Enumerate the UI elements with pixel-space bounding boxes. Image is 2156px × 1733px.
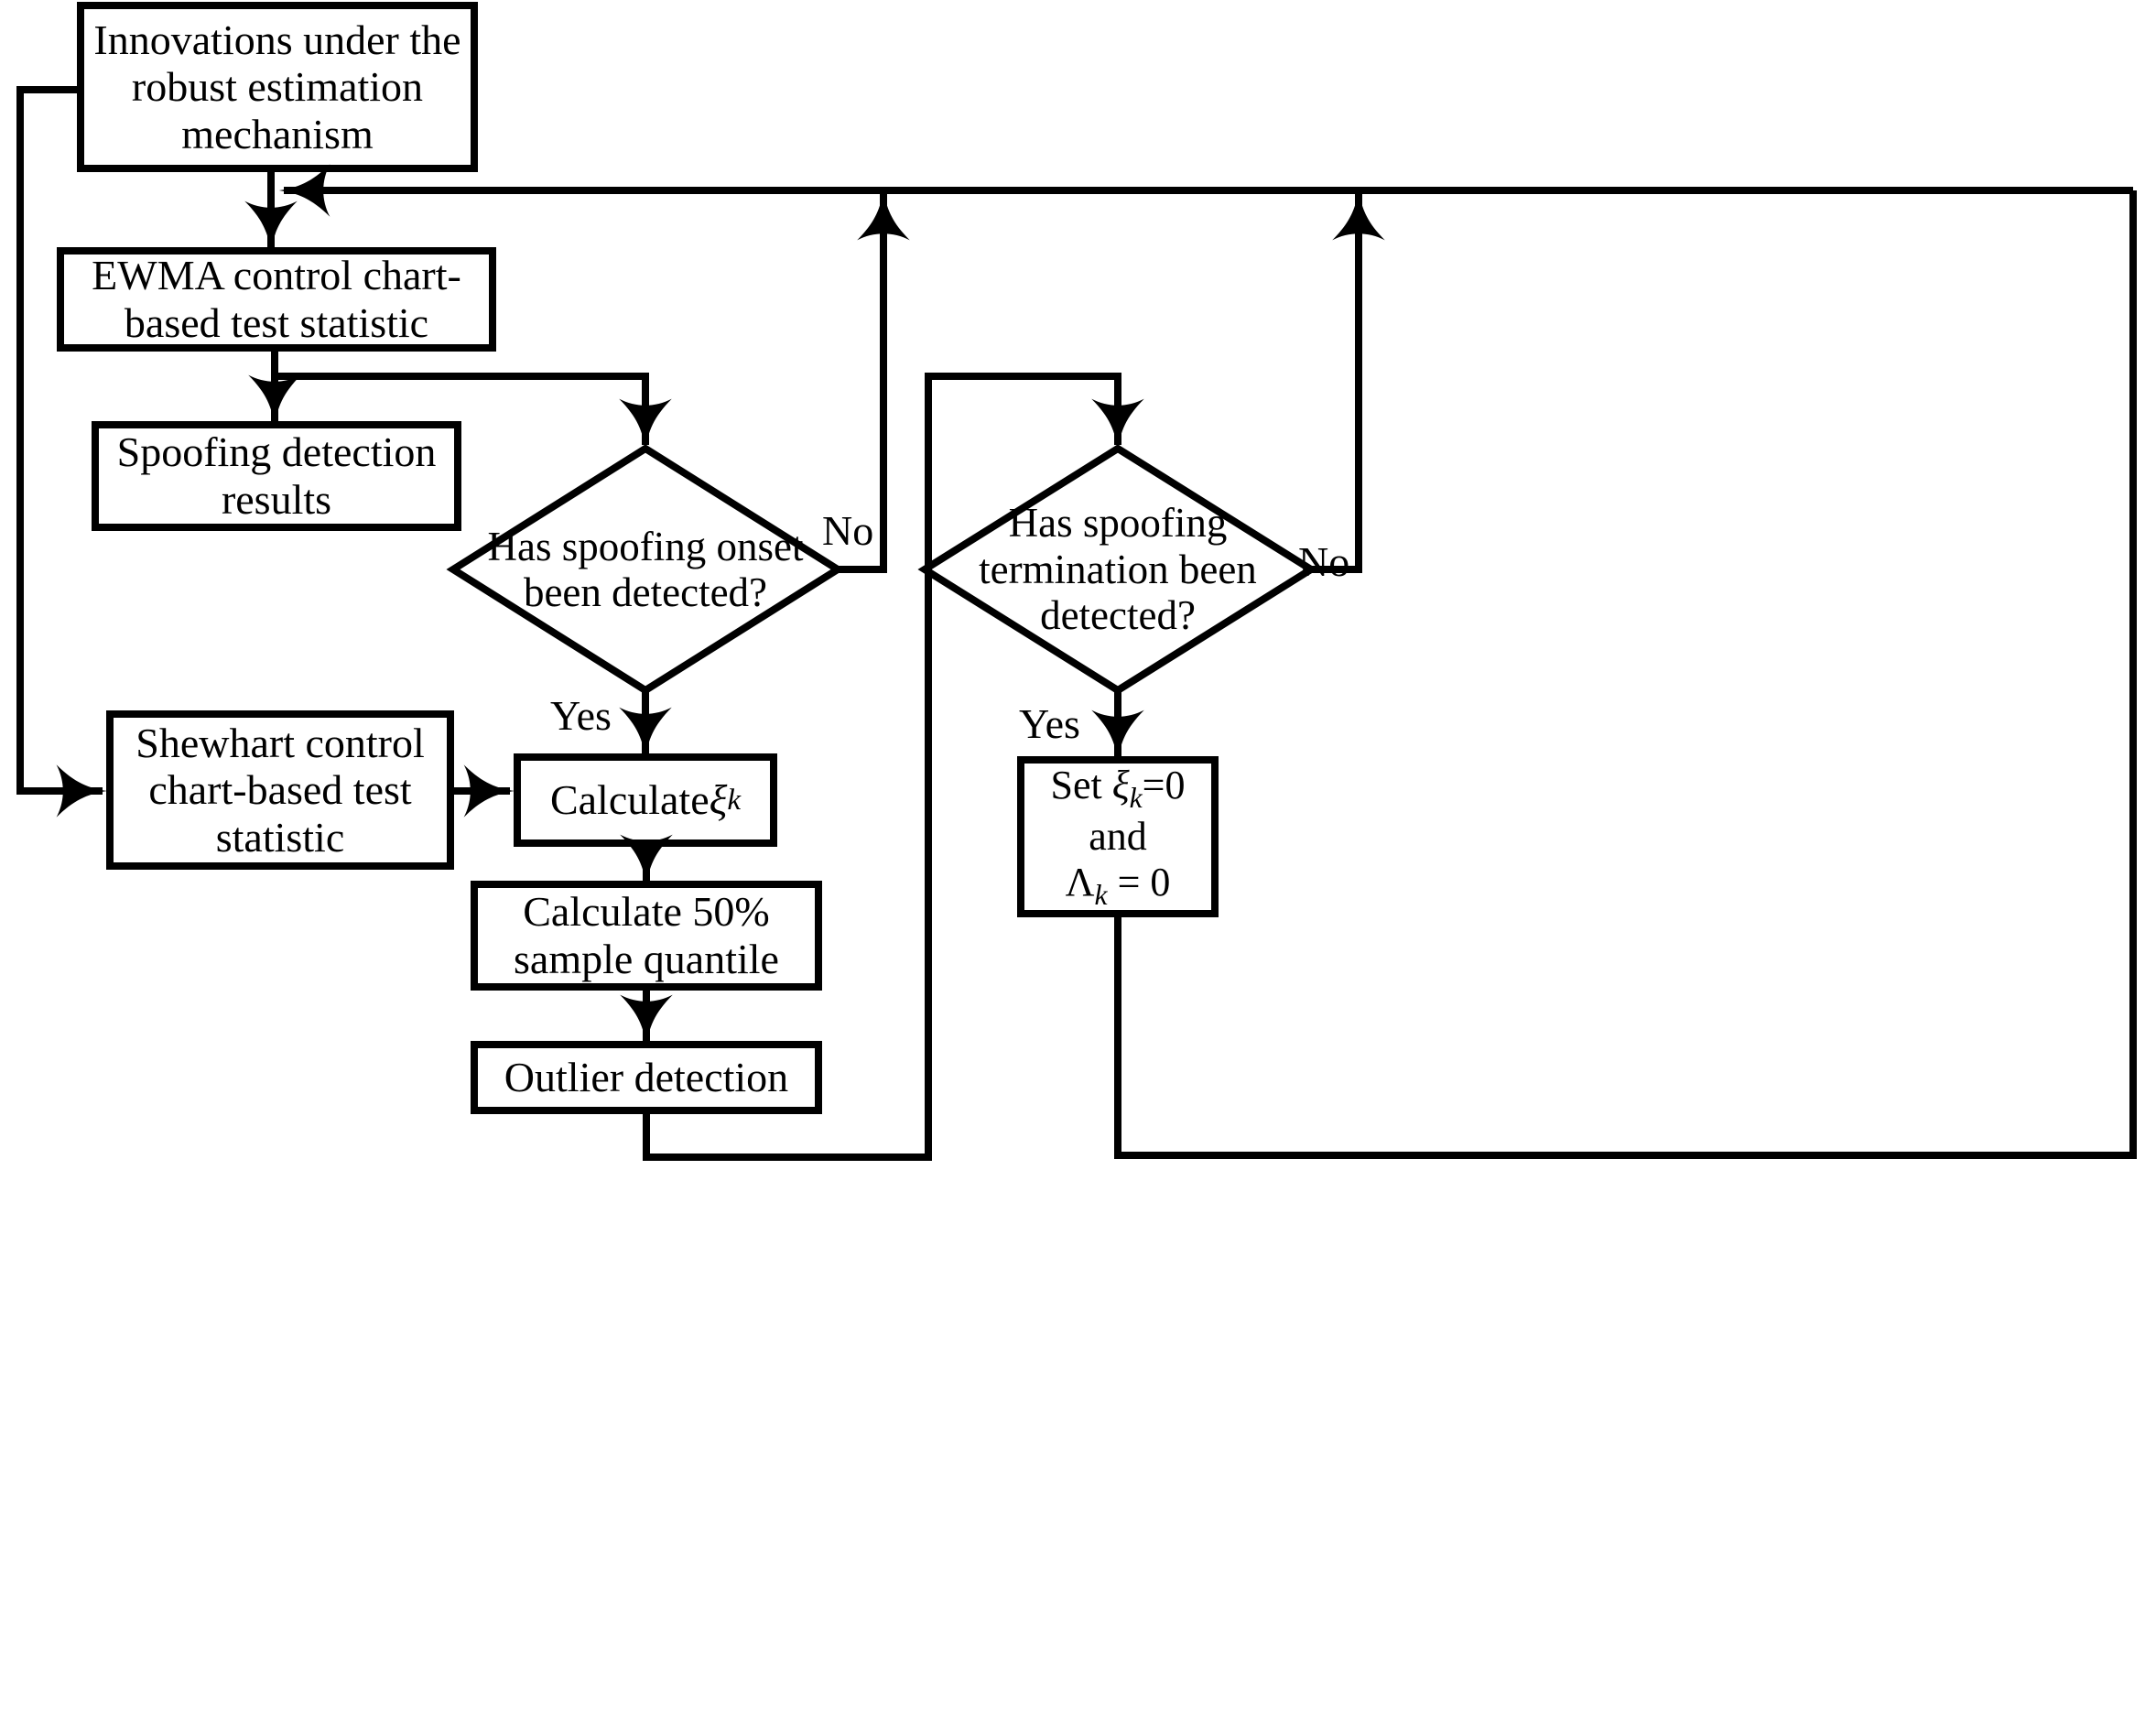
node-termination-decision (917, 444, 1318, 695)
edge-label-onset-no: No (822, 507, 874, 554)
edge-label-onset-yes: Yes (550, 692, 612, 739)
edge-innovations-to-shewhart (16, 86, 108, 818)
node-spoofing-results (92, 421, 461, 531)
node-ewma (57, 247, 496, 352)
node-shewhart (106, 710, 454, 870)
edge-onset-no-to-top-bus (838, 189, 910, 573)
edge-termination-no-to-top-bus (1311, 189, 1385, 573)
node-quantile (471, 881, 822, 991)
edge-label-termination-yes: Yes (1019, 700, 1080, 747)
node-calculate-xi (514, 753, 777, 847)
edge-reset-to-top-bus (1114, 190, 2137, 1159)
node-reset (1017, 756, 1219, 917)
node-onset-decision (446, 444, 845, 695)
node-outlier (471, 1041, 822, 1114)
edge-outlier-to-termination-decision (643, 373, 1144, 1161)
edge-ewma-to-onset-decision (275, 373, 672, 450)
edge-label-termination-no: No (1298, 538, 1350, 585)
node-innovations (77, 2, 478, 172)
